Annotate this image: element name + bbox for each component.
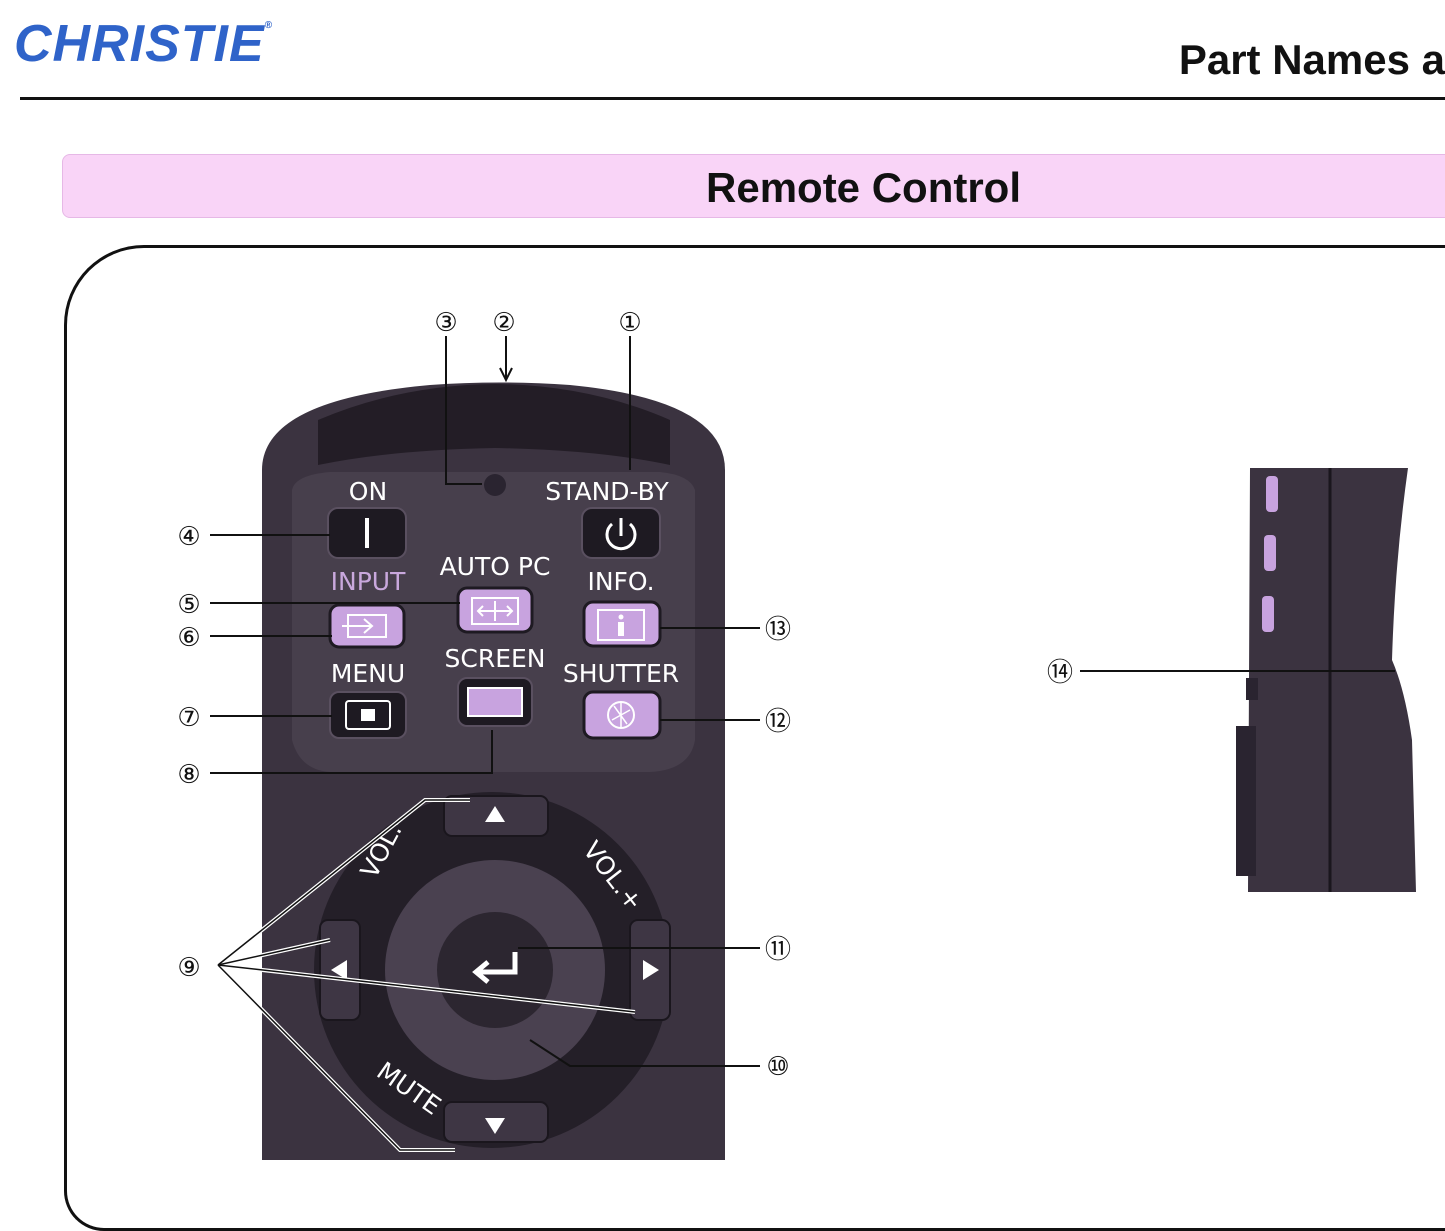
info-label: INFO. [587,567,654,596]
on-button[interactable] [327,507,407,559]
remote-control-diagram: ON STAND-BY INPUT AUTO PC INFO. MENU SCR… [177,308,1416,1160]
standby-label: STAND-BY [545,477,669,506]
page-header-title: Part Names a [1178,36,1445,83]
screen-label: SCREEN [445,644,546,673]
christie-logo: CHRISTIE® [14,15,274,73]
left-arrow-icon [331,960,347,980]
auto-pc-icon [471,597,519,625]
screen-button[interactable] [457,677,533,727]
info-button[interactable] [582,600,662,648]
callout-5: ⑤ [177,590,200,620]
callout-10: ⑩ [766,1052,789,1082]
remote-side-view [1236,468,1416,892]
callout-3: ③ [434,308,457,338]
power-icon [605,522,637,551]
auto-pc-label: AUTO PC [440,552,551,581]
indicator-led [484,474,506,496]
menu-label: MENU [331,659,405,688]
down-arrow-icon [485,1118,505,1134]
callout-9: ⑨ [177,953,200,983]
down-button[interactable] [443,1101,549,1143]
up-arrow-icon [485,806,505,822]
menu-button[interactable] [329,691,407,739]
input-label: INPUT [331,567,406,596]
right-button[interactable] [629,919,671,1021]
callout-8: ⑧ [177,760,200,790]
input-button[interactable] [328,603,406,649]
enter-icon [472,952,518,984]
callout-1: ① [618,308,641,338]
shutter-label: SHUTTER [563,659,679,688]
callout-6: ⑥ [177,623,200,653]
up-button[interactable] [443,795,549,837]
callout-12: ⑫ [765,707,791,737]
header-rule [20,97,1445,100]
section-title: Remote Control [706,164,1021,211]
callout-2: ② [492,308,515,338]
menu-icon [345,700,391,730]
info-icon [597,609,645,641]
callout-11: ⑪ [765,935,791,965]
auto-pc-button[interactable] [456,586,534,634]
standby-button[interactable] [581,507,661,559]
on-label: ON [349,477,387,506]
shutter-button[interactable] [582,690,662,740]
leader-lines [210,336,1395,1067]
left-button[interactable] [319,919,361,1021]
callout-7: ⑦ [177,703,200,733]
callout-4: ④ [177,522,200,552]
enter-button[interactable] [472,952,518,984]
screen-icon [467,687,523,717]
section-banner [62,154,1445,218]
right-arrow-icon [643,960,659,980]
callout-14: ⑭ [1047,658,1073,688]
callout-13: ⑬ [765,615,791,645]
